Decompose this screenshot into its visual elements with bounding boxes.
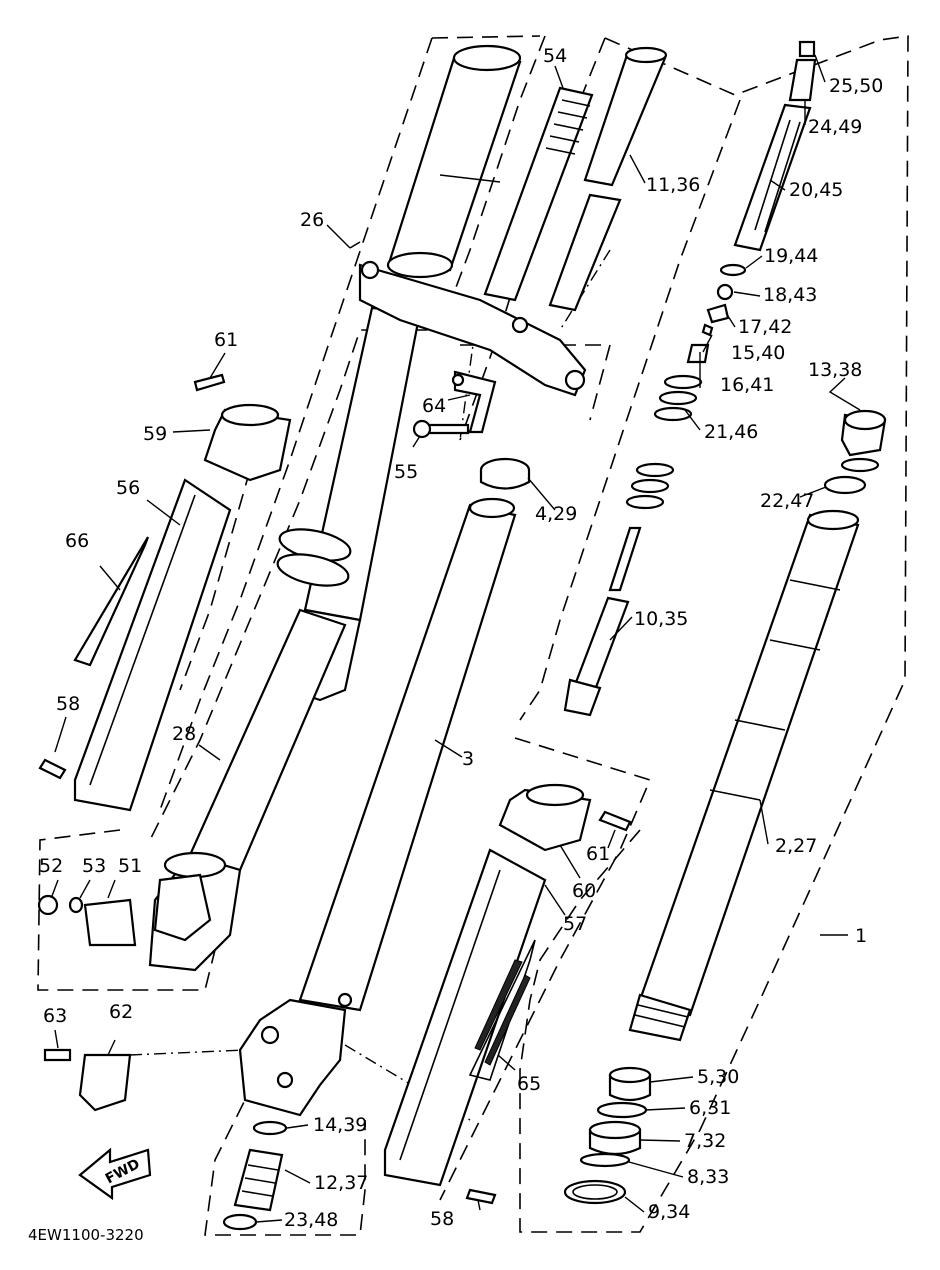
- oil-seal-4-body: [479, 470, 531, 490]
- bolt-61b: [598, 810, 632, 832]
- callout-4-29: 4,29: [535, 503, 577, 525]
- callout-62: 62: [109, 1001, 133, 1023]
- callout-16-41: 16,41: [720, 374, 774, 396]
- callout-8-33: 8,33: [687, 1166, 729, 1188]
- callout-17-42: 17,42: [738, 316, 792, 338]
- bolt-61a: [193, 373, 226, 392]
- valve-16: [686, 343, 710, 364]
- callout-59: 59: [143, 423, 167, 445]
- clamp-59: [203, 403, 292, 482]
- callout-15-40: 15,40: [731, 342, 785, 364]
- callout-2-27: 2,27: [775, 835, 817, 857]
- callout-5-30: 5,30: [697, 1066, 739, 1088]
- callout-24-49: 24,49: [808, 116, 862, 138]
- callout-54: 54: [543, 45, 567, 67]
- fwd-arrow: [78, 1147, 152, 1201]
- callout-60: 60: [572, 880, 596, 902]
- pin-15: [701, 323, 714, 337]
- base-valve-12: [233, 1148, 284, 1212]
- decal-65: [468, 939, 536, 1081]
- fork-tube-left-upper: [386, 44, 522, 279]
- ring-14: [252, 1120, 288, 1136]
- callout-58-lower: 58: [430, 1208, 454, 1230]
- clamp-60: [498, 783, 592, 852]
- nut-18: [716, 283, 734, 301]
- washer-19: [719, 263, 747, 277]
- washer-23: [222, 1213, 258, 1231]
- washer-53: [68, 896, 84, 914]
- cap-bolt-13: [840, 409, 887, 473]
- cartridge-rod-20: [733, 40, 817, 252]
- fork-guard-57: [383, 848, 547, 1187]
- callout-57: 57: [563, 913, 587, 935]
- callout-6-31: 6,31: [689, 1097, 731, 1119]
- decal-66: [73, 536, 150, 667]
- bolt-55: [412, 419, 470, 439]
- callout-22-47: 22,47: [760, 490, 814, 512]
- boundary-guard-left: [37, 469, 251, 991]
- callout-56: 56: [116, 477, 140, 499]
- bolt-63: [43, 1048, 72, 1062]
- callout-13-38: 13,38: [808, 359, 862, 381]
- callout-28: 28: [172, 723, 196, 745]
- bracket-51: [83, 898, 137, 947]
- callout-14-39: 14,39: [313, 1114, 367, 1136]
- callout-66: 66: [65, 530, 89, 552]
- callout-9-34: 9,34: [648, 1201, 690, 1223]
- callout-3: 3: [462, 748, 474, 770]
- callout-1: 1: [855, 925, 867, 947]
- callout-21-46: 21,46: [704, 421, 758, 443]
- damper-rod-54: [483, 86, 594, 302]
- lower-seal-stack: [563, 1066, 652, 1205]
- callout-61-upper: 61: [214, 329, 238, 351]
- cap-tube-11: [548, 46, 668, 312]
- damper-10: [563, 526, 642, 717]
- callout-19-44: 19,44: [764, 245, 818, 267]
- ring-22: [823, 475, 867, 495]
- spring-21: [625, 374, 703, 510]
- callout-52: 52: [39, 855, 63, 877]
- inner-tube-3: [238, 497, 517, 1117]
- bracket-64: [451, 370, 497, 434]
- callout-7-32: 7,32: [684, 1130, 726, 1152]
- callout-53: 53: [82, 855, 106, 877]
- boundary-left-fork: [149, 35, 546, 841]
- callout-55: 55: [394, 461, 418, 483]
- callout-51: 51: [118, 855, 142, 877]
- caliper-mount: [153, 873, 212, 942]
- bolt-58b: [465, 1188, 497, 1205]
- callout-63: 63: [43, 1005, 67, 1027]
- callout-10-35: 10,35: [634, 608, 688, 630]
- diagram-code: 4EW1100-3220: [28, 1226, 144, 1244]
- fork-guard-56: [73, 478, 232, 812]
- callout-65: 65: [517, 1073, 541, 1095]
- callout-25-50: 25,50: [829, 75, 883, 97]
- leader-lines: [51, 54, 861, 1223]
- callout-23-48: 23,48: [284, 1209, 338, 1231]
- callout-18-43: 18,43: [763, 284, 817, 306]
- bolt-58a: [38, 758, 67, 780]
- plate-62: [78, 1053, 132, 1112]
- outer-tube-right: [628, 509, 860, 1042]
- clip-17: [706, 303, 730, 324]
- lower-bracket: [358, 260, 587, 397]
- callout-61-lower: 61: [586, 843, 610, 865]
- callout-12-37: 12,37: [314, 1172, 368, 1194]
- callout-20-45: 20,45: [789, 179, 843, 201]
- callout-58-upper: 58: [56, 693, 80, 715]
- boundary-right-fork: [519, 35, 909, 1233]
- callout-11-36: 11,36: [646, 174, 700, 196]
- callout-64: 64: [422, 395, 446, 417]
- nut-52: [37, 894, 59, 916]
- callout-26: 26: [300, 209, 324, 231]
